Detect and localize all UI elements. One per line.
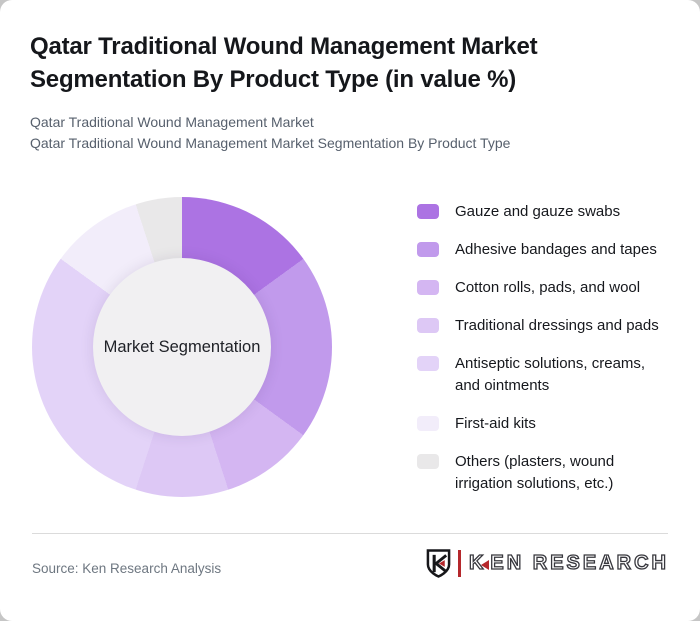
donut-center-label: Market Segmentation [103, 337, 261, 356]
legend-item: Adhesive bandages and tapes [417, 239, 673, 261]
legend-swatch [417, 242, 439, 257]
footer-divider [32, 533, 668, 534]
donut-chart: Market Segmentation [32, 197, 332, 497]
subtitle-line-2: Qatar Traditional Wound Management Marke… [30, 135, 511, 151]
red-triangle-icon [481, 559, 490, 570]
legend-label: Adhesive bandages and tapes [455, 241, 657, 258]
legend-swatch [417, 356, 439, 371]
subtitle-line-1: Qatar Traditional Wound Management Marke… [30, 114, 314, 130]
logo-divider-bar [457, 550, 461, 577]
page-title: Qatar Traditional Wound Management Marke… [30, 33, 538, 93]
legend-swatch [417, 454, 439, 469]
shield-k-icon [426, 549, 451, 578]
legend-label: Traditional dressings and pads [455, 317, 659, 334]
legend-item: Gauze and gauze swabs [417, 201, 673, 223]
legend-label: Cotton rolls, pads, and wool [455, 279, 641, 296]
subtitle: Qatar Traditional Wound Management Marke… [30, 112, 670, 154]
legend-swatch [417, 280, 439, 295]
legend-label: First-aid kits [455, 415, 536, 432]
legend-swatch [417, 416, 439, 431]
legend-item: Traditional dressings and pads [417, 315, 673, 337]
legend-item: Antiseptic solutions, creams,and ointmen… [417, 353, 673, 397]
logo-letter-k: K [468, 551, 487, 574]
logo-rest-text: EN RESEARCH [490, 551, 669, 574]
legend-swatch [417, 204, 439, 219]
legend-swatch [417, 318, 439, 333]
source-text: Source: Ken Research Analysis [32, 561, 222, 576]
legend-item: First-aid kits [417, 413, 673, 435]
legend-label: Antiseptic solutions, creams,and ointmen… [455, 355, 646, 394]
legend-label: Gauze and gauze swabs [455, 203, 621, 220]
donut-center: Market Segmentation [93, 258, 271, 436]
legend-item: Cotton rolls, pads, and wool [417, 277, 673, 299]
